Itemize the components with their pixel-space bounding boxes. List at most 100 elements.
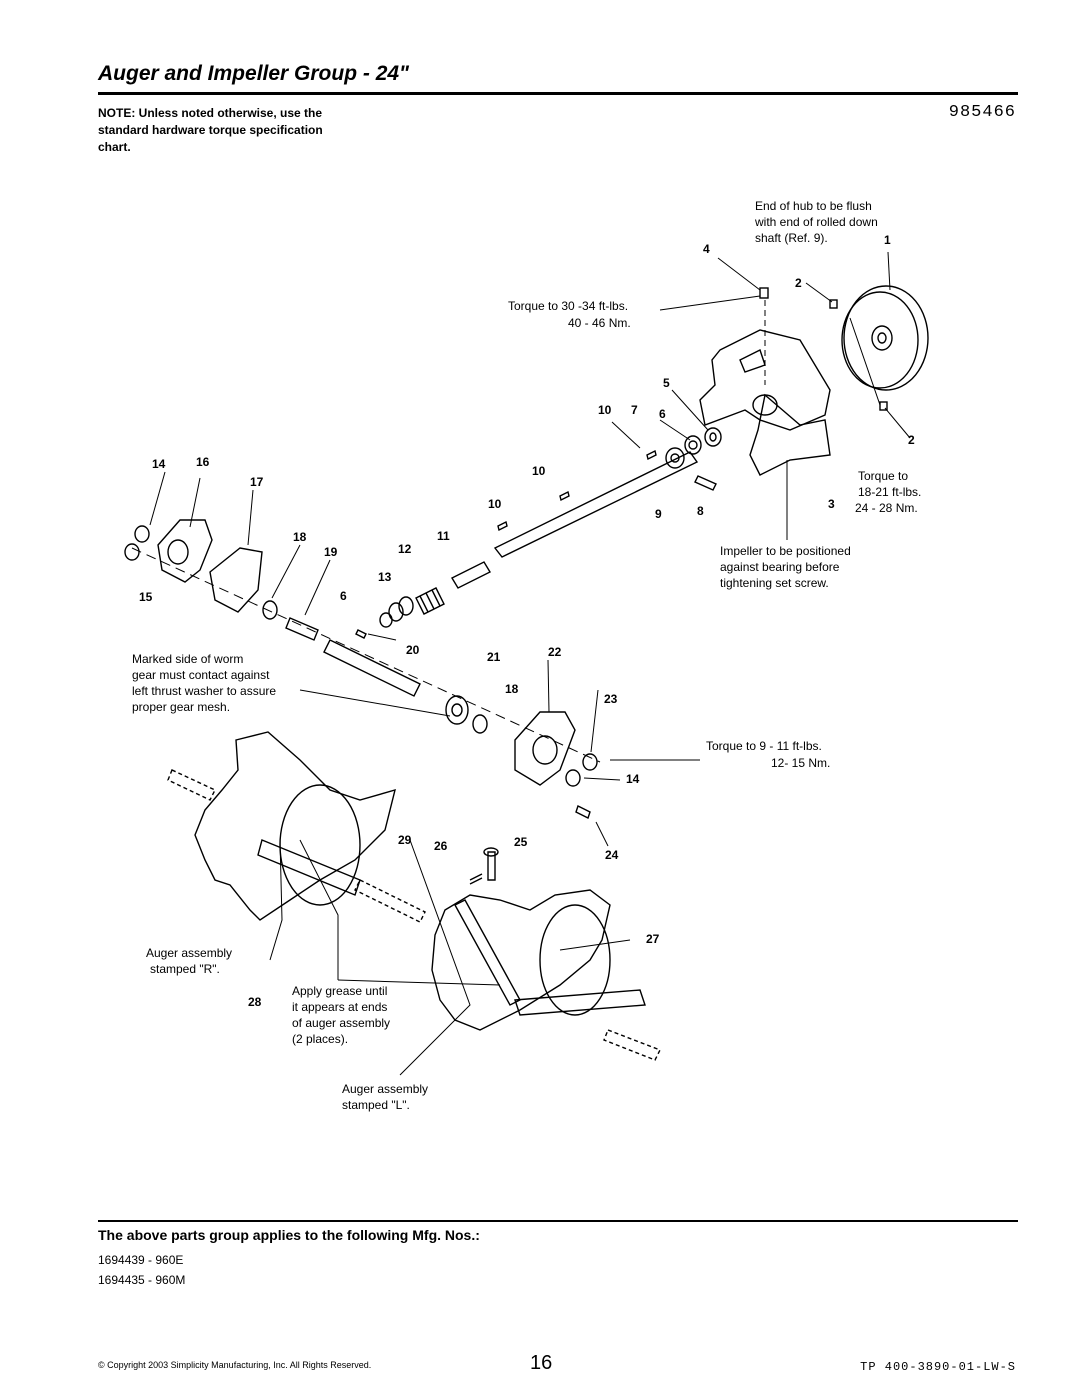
callout-hub-flush: with end of rolled down [754, 215, 878, 229]
callout-torque-top: Torque to 30 -34 ft-lbs. [508, 299, 628, 313]
bolt-24 [575, 805, 591, 819]
auger-assembly-r [194, 731, 396, 921]
gasket-17 [209, 547, 263, 613]
part-number: 17 [250, 475, 264, 489]
shear-bolt-25 [483, 847, 499, 881]
part-number: 26 [434, 839, 448, 853]
callout-grease: Apply grease until [292, 984, 387, 998]
title-rule [98, 92, 1018, 95]
exploded-parts-diagram: End of hub to be flush with end of rolle… [124, 199, 929, 1112]
collar-7 [665, 447, 685, 469]
part-number: 2 [795, 276, 802, 290]
section-rule [98, 1220, 1018, 1222]
callout-hub-flush: End of hub to be flush [755, 199, 872, 213]
part-number: 23 [604, 692, 618, 706]
key-10b [559, 490, 570, 502]
gear-case-half-22 [514, 711, 576, 786]
callout-grease: it appears at ends [292, 1000, 387, 1014]
worm-12 [415, 587, 445, 615]
mfg-number: 1694435 - 960M [98, 1273, 186, 1287]
copyright-notice: © Copyright 2003 Simplicity Manufacturin… [98, 1360, 372, 1370]
callout-worm-gear: proper gear mesh. [132, 700, 230, 714]
spacer-11 [451, 561, 491, 589]
impeller [699, 329, 831, 476]
part-number: 9 [655, 507, 662, 521]
worm-gear-21 [445, 695, 469, 725]
part-number: 28 [248, 995, 262, 1009]
part-number: 21 [487, 650, 501, 664]
thrust-washer-18a [262, 600, 278, 620]
assembly-axis-line [131, 547, 601, 763]
thrust-washer-18b [472, 714, 488, 734]
part-number: 19 [324, 545, 338, 559]
callout-auger-l: Auger assembly [342, 1082, 428, 1096]
part-number: 15 [139, 590, 153, 604]
callout-auger-r: Auger assembly [146, 946, 232, 960]
applies-heading: The above parts group applies to the fol… [98, 1227, 480, 1243]
auger-shaft-end-r [167, 769, 426, 923]
part-number: 4 [703, 242, 710, 256]
callout-torque-top: 40 - 46 Nm. [568, 316, 631, 330]
leader-lines [149, 251, 911, 1076]
part-number: 7 [631, 403, 638, 417]
auger-shaft-end-l [603, 1029, 661, 1061]
nut-15 [124, 543, 140, 561]
bearing-6 [684, 435, 702, 455]
page-number: 16 [530, 1352, 553, 1374]
pulley [841, 285, 929, 391]
impeller-shaft [493, 451, 699, 558]
callout-impeller: Impeller to be positioned [720, 544, 851, 558]
callout-auger-r: stamped "R". [150, 962, 220, 976]
part-number: 3 [828, 497, 835, 511]
part-number: 29 [398, 833, 412, 847]
callout-worm-gear: left thrust washer to assure [132, 684, 276, 698]
cotter-pin-26 [469, 873, 483, 885]
callout-torque-gear: 12- 15 Nm. [771, 756, 830, 770]
torque-note: NOTE: Unless noted otherwise, use the st… [98, 106, 323, 154]
callout-torque-right: 24 - 28 Nm. [855, 501, 918, 515]
part-number: 10 [488, 497, 502, 511]
page-title: Auger and Impeller Group - 24" [98, 62, 410, 85]
callout-impeller: against bearing before [720, 560, 840, 574]
mfg-number: 1694439 - 960E [98, 1253, 184, 1267]
part-number: 6 [659, 407, 666, 421]
gear-case-half-16 [157, 519, 213, 583]
part-number: 8 [697, 504, 704, 518]
part-number: 18 [293, 530, 307, 544]
part-number: 18 [505, 682, 519, 696]
callout-torque-gear: Torque to 9 - 11 ft-lbs. [706, 739, 822, 753]
part-number: 27 [646, 932, 660, 946]
bearing-19 [285, 617, 319, 641]
callout-worm-gear: gear must contact against [132, 668, 270, 682]
callout-torque-right: Torque to [858, 469, 908, 483]
part-number: 14 [152, 457, 166, 471]
callout-impeller: tightening set screw. [720, 576, 829, 590]
key-20 [355, 629, 367, 639]
tp-document-code: TP 400-3890-01-LW-S [860, 1360, 1016, 1374]
callout-torque-right: 18-21 ft-lbs. [858, 485, 921, 499]
part-number: 25 [514, 835, 528, 849]
part-number: 2 [908, 433, 915, 447]
part-number: 13 [378, 570, 392, 584]
part-number: 11 [437, 529, 450, 543]
auger-shaft-20 [323, 639, 421, 697]
thrust-bearing-13 [388, 596, 414, 622]
nut-14b [565, 769, 581, 787]
part-number: 12 [398, 542, 412, 556]
part-number: 10 [598, 403, 612, 417]
bushing-6b [379, 612, 393, 628]
bolt-4 [759, 287, 769, 299]
callout-grease: (2 places). [292, 1032, 348, 1046]
part-number: 22 [548, 645, 562, 659]
callout-worm-gear: Marked side of worm [132, 652, 243, 666]
callout-auger-l: stamped "L". [342, 1098, 410, 1112]
key-10c [497, 520, 508, 532]
seal-23 [582, 753, 598, 771]
pin-8 [694, 475, 717, 491]
part-number: 16 [196, 455, 210, 469]
part-number: 6 [340, 589, 347, 603]
callout-grease: of auger assembly [292, 1016, 390, 1030]
part-number: 5 [663, 376, 670, 390]
key-10a [646, 449, 657, 461]
part-number: 24 [605, 848, 619, 862]
